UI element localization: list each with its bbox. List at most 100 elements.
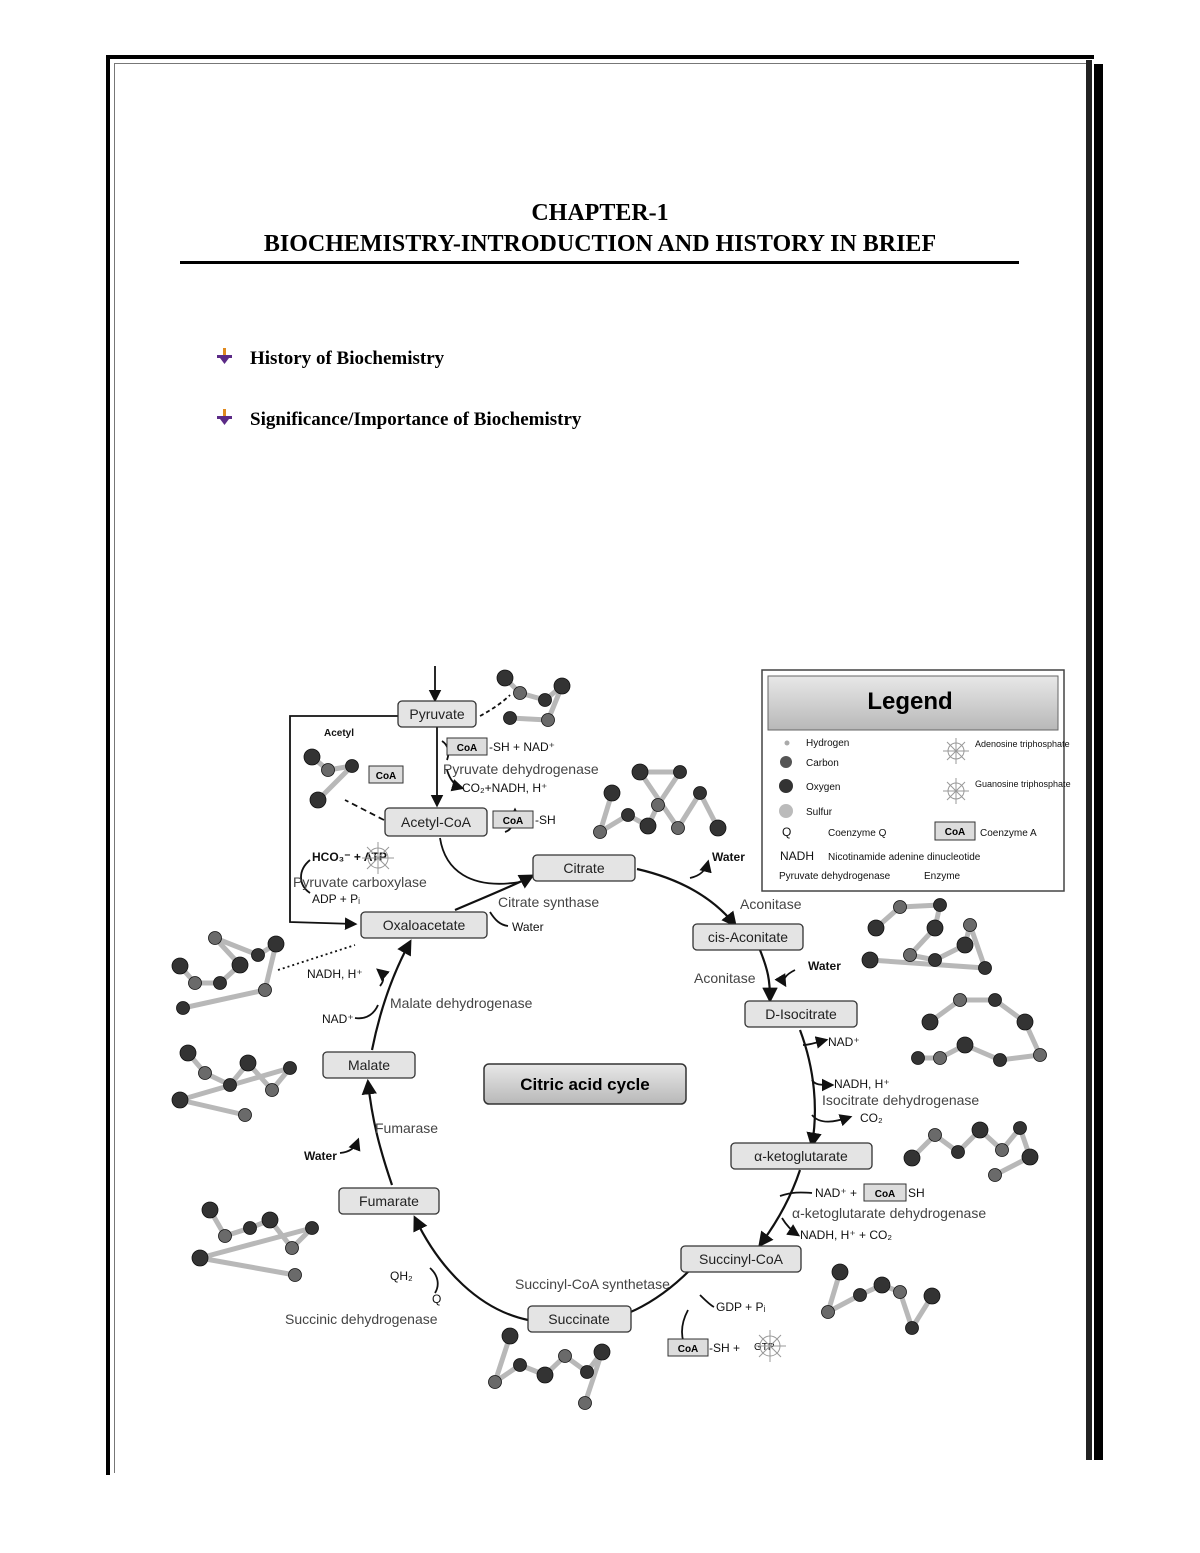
metabolite-succinyl-coa: Succinyl-CoA [680, 1245, 802, 1273]
enzyme-label: Succinyl-CoA synthetase [515, 1276, 670, 1292]
molecule-bond [582, 1351, 605, 1404]
metabolite-label: Succinate [548, 1311, 610, 1327]
metabolite-label: Oxaloacetate [383, 917, 466, 933]
metabolite-label: D-Isocitrate [765, 1006, 837, 1022]
metabolite-label: α-ketoglutarate [754, 1148, 848, 1164]
enzyme-label: Fumarase [375, 1120, 438, 1136]
svg-text:Enzyme: Enzyme [924, 871, 961, 882]
molecule-atom [501, 1327, 519, 1345]
enzyme-label: Isocitrate dehydrogenase [822, 1092, 979, 1108]
cofactor-text: -SH [535, 813, 556, 827]
molecule-atom [928, 1128, 942, 1142]
cofactor-text: SH [908, 1186, 925, 1200]
molecule-bond [214, 935, 259, 958]
molecule-atom [853, 1288, 867, 1302]
molecule-atom [911, 1051, 925, 1065]
molecule-atom [873, 1276, 891, 1294]
molecule-atom [1013, 1121, 1027, 1135]
molecule-atom [639, 817, 657, 835]
svg-text:Hydrogen: Hydrogen [806, 738, 849, 749]
molecule-atom [821, 1305, 835, 1319]
molecule-atom [1016, 1013, 1034, 1031]
coa-tag: CoA [368, 765, 404, 784]
cycle-arrows [361, 867, 822, 1322]
cofactor-text: QH₂ [390, 1269, 413, 1283]
molecule-atom [971, 1121, 989, 1139]
molecule-atom [905, 1321, 919, 1335]
svg-text:CoA: CoA [945, 827, 966, 838]
molecule-atom [951, 1145, 965, 1159]
page-border-shadow-outer [1094, 64, 1103, 1460]
molecule-atom [213, 976, 227, 990]
molecule-atom [191, 1249, 209, 1267]
page-border-shadow [1086, 60, 1092, 1460]
molecule-atom [651, 798, 665, 812]
molecule-atom [553, 677, 571, 695]
molecule-atom [995, 1143, 1009, 1157]
enzyme-label: Citrate synthase [498, 894, 599, 910]
molecule-atom [963, 918, 977, 932]
molecule-atom [903, 948, 917, 962]
metabolite-label: Fumarate [359, 1193, 419, 1209]
molecule-atom [921, 1013, 939, 1031]
enzyme-label: Pyruvate dehydrogenase [443, 761, 599, 777]
metabolite-label: Malate [348, 1057, 390, 1073]
molecule-atom [303, 748, 321, 766]
enzyme-label: α-ketoglutarate dehydrogenase [792, 1205, 986, 1221]
molecule-atom [956, 1036, 974, 1054]
cofactor-text: -SH + [709, 1341, 740, 1355]
gtp-label: GTP [754, 1342, 775, 1353]
svg-text:CoA: CoA [376, 771, 397, 782]
svg-text:CoA: CoA [457, 743, 478, 754]
molecule-atom [265, 1083, 279, 1097]
metabolite-succinate: Succinate [527, 1305, 632, 1333]
sulfur-atom-icon [779, 804, 793, 818]
metabolite-label: cis-Aconitate [708, 929, 788, 945]
cofactor-text: NADH, H⁺ [834, 1077, 890, 1091]
svg-text:Nicotinamide adenine dinucleot: Nicotinamide adenine dinucleotide [828, 852, 981, 863]
bullet-arrow-icon [214, 346, 236, 372]
cofactor-text: Water [304, 1149, 337, 1163]
cofactor-text: CO₂+NADH, H⁺ [462, 781, 547, 795]
molecule-atom [285, 1241, 299, 1255]
svg-text:CoA: CoA [503, 816, 524, 827]
molecule-atom [558, 1349, 572, 1363]
cofactor-text: CO₂ [860, 1111, 883, 1125]
molecule-atom [309, 791, 327, 809]
page-border [106, 55, 1094, 1475]
molecule-atom [693, 786, 707, 800]
cofactor-text: Water [712, 850, 745, 864]
enzyme-label: Succinic dehydrogenase [285, 1311, 438, 1327]
cofactor-text: GDP + Pᵢ [716, 1300, 765, 1314]
title-underline [180, 261, 1019, 264]
molecule-atom [926, 919, 944, 937]
molecule-atom [593, 825, 607, 839]
molecule-atom [345, 759, 359, 773]
molecule-atom [171, 957, 189, 975]
molecule-atom [578, 1396, 592, 1410]
topic-label: Significance/Importance of Biochemistry [250, 409, 582, 430]
topic-label: History of Biochemistry [250, 348, 445, 369]
page-border-inner [114, 63, 1088, 1473]
molecule-atom [861, 951, 879, 969]
molecule-atom [933, 898, 947, 912]
bullet-arrow-icon [214, 407, 236, 433]
molecule-atom [258, 983, 272, 997]
svg-text:Coenzyme A: Coenzyme A [980, 828, 1037, 839]
svg-text:Coenzyme Q: Coenzyme Q [828, 828, 887, 839]
molecule-atom [488, 1375, 502, 1389]
molecule-atom [223, 1078, 237, 1092]
molecule-bond [869, 957, 986, 971]
svg-text:Carbon: Carbon [806, 758, 839, 769]
molecule-atom [603, 784, 621, 802]
metabolite-label: Pyruvate [409, 706, 464, 722]
cofactor-text: NAD⁺ [828, 1035, 860, 1049]
molecule-atom [923, 1287, 941, 1305]
metabolite-oxaloacetate: Oxaloacetate [360, 911, 488, 939]
cofactor-labels: Acetyl CoA -SH + NAD⁺ CO₂+NADH, H⁺ CoA -… [304, 728, 925, 1357]
svg-text:Q: Q [782, 825, 791, 839]
svg-text:Guanosine triphosphate: Guanosine triphosphate [975, 779, 1071, 789]
chapter-title: BIOCHEMISTRY-INTRODUCTION AND HISTORY IN… [263, 231, 937, 257]
molecule-atom [261, 1211, 279, 1229]
molecule-atom [993, 1053, 1007, 1067]
